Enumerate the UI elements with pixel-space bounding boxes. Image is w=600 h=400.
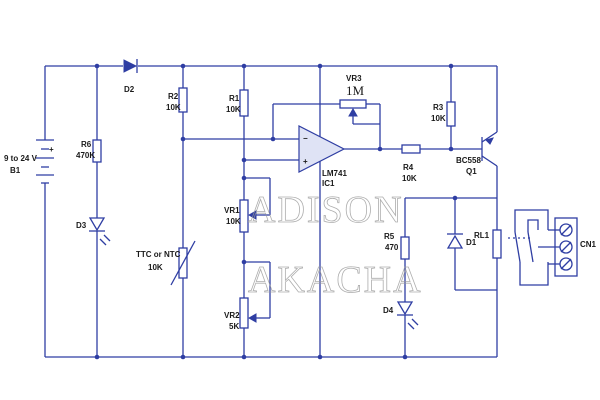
load-stage <box>396 197 549 358</box>
watermark-line1: ADISON <box>248 189 404 231</box>
ic-type-label: LM741 <box>322 169 347 178</box>
vr2-name-label: VR2 <box>224 311 240 320</box>
vr2-value-label: 5K <box>229 322 239 331</box>
r6-value-label: 470K <box>76 151 95 160</box>
d1-label: D1 <box>466 238 477 247</box>
thermistor-name-label: TTC or NTC <box>136 250 181 259</box>
diode-d2 <box>123 59 138 73</box>
op-amp-minus-label: − <box>303 134 308 143</box>
r2-thermistor-branch <box>170 66 299 357</box>
r4-name-label: R4 <box>403 163 414 172</box>
battery-plus-label: + <box>49 145 54 154</box>
junction-dots <box>94 63 458 360</box>
ground-rail <box>44 66 405 358</box>
vr1-name-label: VR1 <box>224 206 240 215</box>
battery-b1 <box>36 139 54 184</box>
r2-name-label: R2 <box>168 92 179 101</box>
feedback-vr3 <box>272 99 381 149</box>
r2-value-label: 10K <box>166 103 181 112</box>
battery-voltage-label: 9 to 24 V <box>4 154 38 163</box>
d2-label: D2 <box>124 85 135 94</box>
op-amp-plus-label: + <box>303 157 308 166</box>
thermistor-value-label: 10K <box>148 263 163 272</box>
r1-name-label: R1 <box>229 94 240 103</box>
d3-label: D3 <box>76 221 87 230</box>
d4-label: D4 <box>383 306 394 315</box>
ic-name-label: IC1 <box>322 179 335 188</box>
battery-name-label: B1 <box>10 166 21 175</box>
op-amp-ic1 <box>298 66 346 357</box>
r1-value-label: 10K <box>226 105 241 114</box>
reference-divider <box>239 66 299 357</box>
r5-name-label: R5 <box>384 232 395 241</box>
connector-cn1 <box>538 217 578 277</box>
vr3-value-label: 1M <box>346 83 365 98</box>
vr1-value-label: 10K <box>226 217 241 226</box>
q1-name-label: Q1 <box>466 167 477 176</box>
q1-type-label: BC558 <box>456 156 481 165</box>
r6-d3-branch <box>88 66 111 357</box>
watermark-line2: AKACHA <box>248 259 423 301</box>
rl1-label: RL1 <box>474 231 490 240</box>
driver-stage <box>344 66 498 198</box>
r3-name-label: R3 <box>433 103 444 112</box>
r6-name-label: R6 <box>81 140 92 149</box>
r5-value-label: 470 <box>385 243 399 252</box>
vr3-name-label: VR3 <box>346 74 362 83</box>
r3-value-label: 10K <box>431 114 446 123</box>
cn1-label: CN1 <box>580 240 597 249</box>
r4-value-label: 10K <box>402 174 417 183</box>
